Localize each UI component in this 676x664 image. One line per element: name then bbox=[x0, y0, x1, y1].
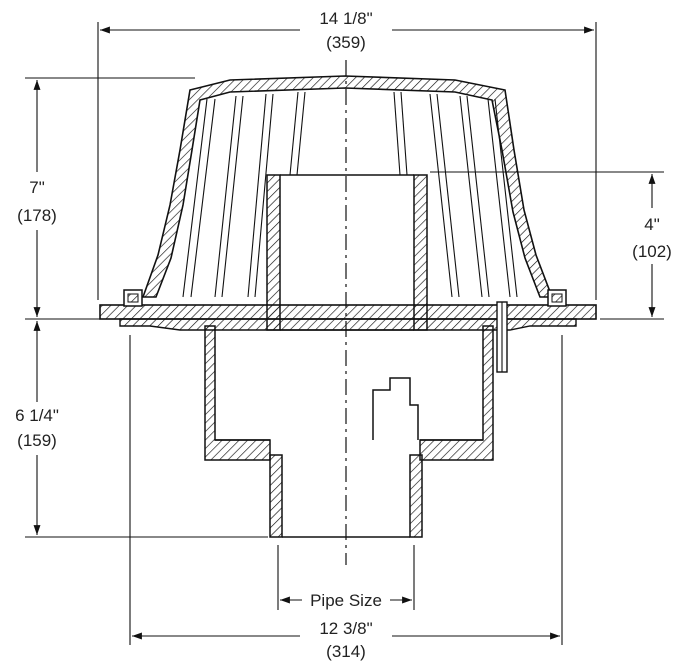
underdeck-clamp bbox=[372, 377, 419, 440]
body-height-imperial: 6 1/4" bbox=[15, 406, 59, 425]
dome-height-imperial: 7" bbox=[29, 178, 45, 197]
extension-height-imperial: 4" bbox=[644, 215, 660, 234]
body-height-metric: (159) bbox=[17, 431, 57, 450]
dome-shell bbox=[141, 75, 554, 298]
dome-height-metric: (178) bbox=[17, 206, 57, 225]
top-width-metric: (359) bbox=[326, 33, 366, 52]
dome bbox=[141, 75, 554, 298]
dimension-lines bbox=[25, 22, 664, 645]
extension-pipe bbox=[266, 174, 428, 331]
drain-body bbox=[204, 325, 494, 538]
bottom-width-imperial: 12 3/8" bbox=[319, 619, 372, 638]
clamp-ring bbox=[99, 304, 597, 320]
bottom-width-metric: (314) bbox=[326, 642, 366, 661]
flange bbox=[99, 289, 597, 373]
pipe-size-label: Pipe Size bbox=[310, 591, 382, 610]
dimension-labels: 14 1/8" (359) 7" (178) 6 1/4" (159) 4" (… bbox=[15, 9, 672, 661]
extension-height-metric: (102) bbox=[632, 242, 672, 261]
top-width-imperial: 14 1/8" bbox=[319, 9, 372, 28]
dome-ribs bbox=[182, 91, 518, 298]
